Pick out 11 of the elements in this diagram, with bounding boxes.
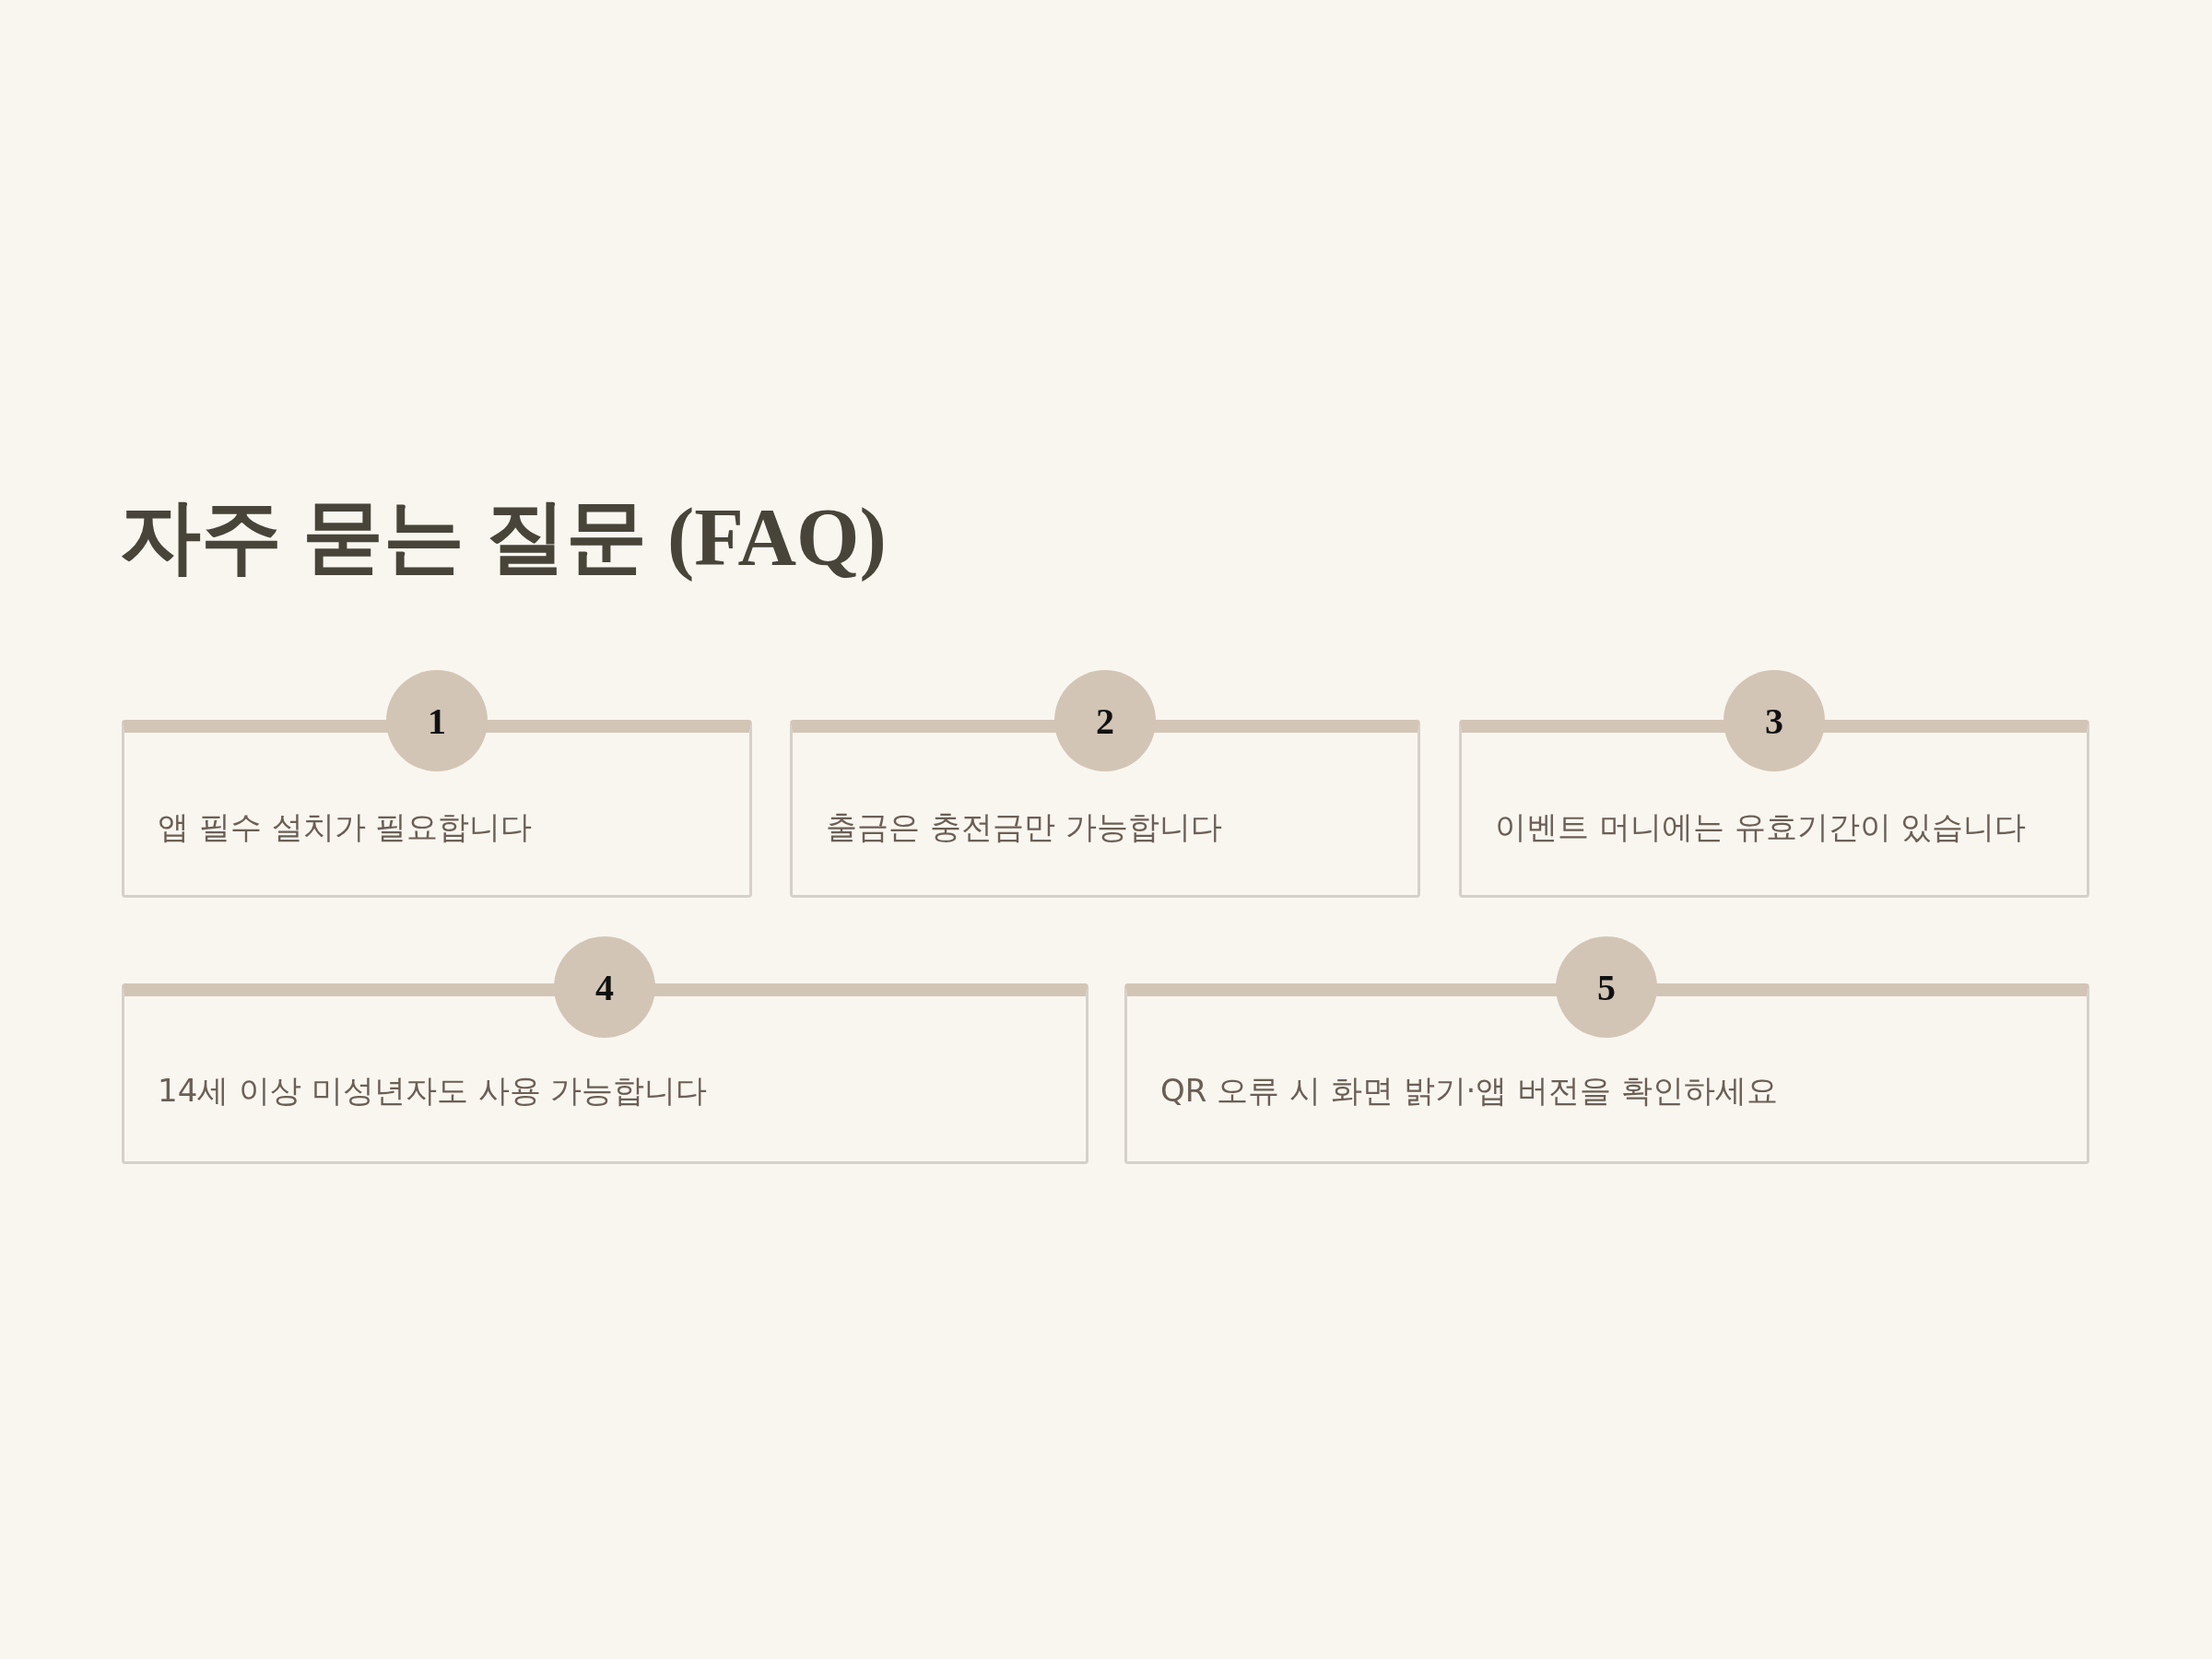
faq-answer: 출금은 충전금만 가능합니다 [826,807,1223,847]
page-title: 자주 묻는 질문 (FAQ) [120,491,887,583]
number-badge: 1 [386,670,488,771]
number-badge: 4 [554,936,655,1038]
number-badge: 3 [1724,670,1825,771]
faq-answer: 앱 필수 설치가 필요합니다 [158,807,534,847]
number-badge: 5 [1556,936,1657,1038]
number-badge: 2 [1054,670,1156,771]
faq-answer: 14세 이상 미성년자도 사용 가능합니다 [158,1071,709,1111]
faq-answer: 이벤트 머니에는 유효기간이 있습니다 [1495,807,2028,847]
faq-answer: QR 오류 시 화면 밝기·앱 버전을 확인하세요 [1160,1071,1780,1111]
